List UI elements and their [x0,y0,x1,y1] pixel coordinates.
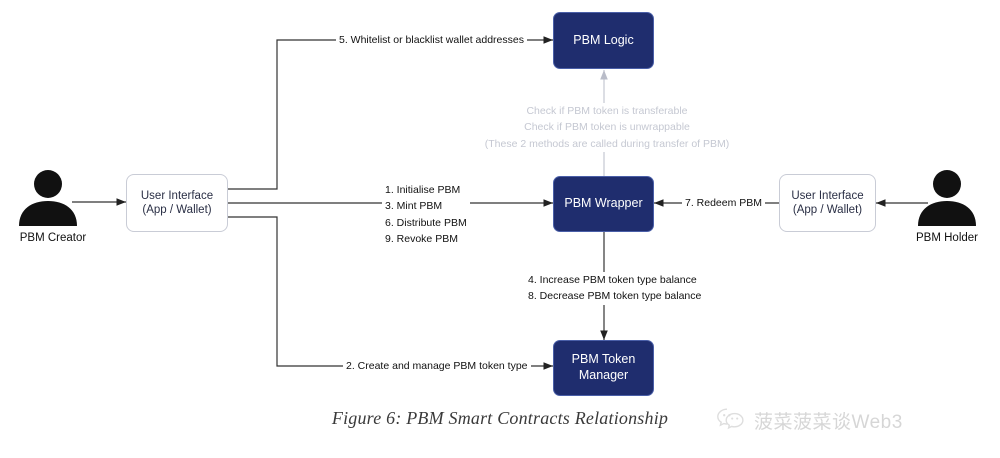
person-icon [892,168,1000,226]
figure-caption: Figure 6: PBM Smart Contracts Relationsh… [331,408,669,428]
node-pbm-token-manager[interactable]: PBM Token Manager [553,340,654,396]
node-label-line2: (App / Wallet) [142,204,212,216]
edge-label-balance-ops: 4. Increase PBM token type balance 8. De… [525,272,705,305]
edge-label-wrapper-ops: 1. Initialise PBM 3. Mint PBM 6. Distrib… [382,182,470,248]
edge-label-line: 9. Revoke PBM [385,232,458,245]
node-user-interface-right[interactable]: User Interface (App / Wallet) [779,174,876,232]
node-label-line1: User Interface [140,189,214,202]
actor-label: PBM Creator [19,232,87,244]
actor-pbm-creator: PBM Creator [0,168,108,244]
edge-label-line: (These 2 methods are called during trans… [484,137,730,150]
edge-label-line: 8. Decrease PBM token type balance [528,290,702,303]
wechat-icon [716,406,746,435]
node-label-line1: User Interface [791,189,864,202]
edge-label-line: 1. Initialise PBM [385,184,461,196]
watermark: 菠菜菠菜谈Web3 [716,406,903,435]
node-label: PBM Logic [573,32,634,47]
person-icon [0,168,108,226]
edge-label-line: 4. Increase PBM token type balance [528,274,697,286]
edge-label-redeem: 7. Redeem PBM [682,196,766,212]
node-label: PBM Token Manager [571,352,636,382]
edge-label-line: 6. Distribute PBM [385,216,467,229]
edge-label-create-manage: 2. Create and manage PBM token type [343,359,531,375]
edge-label-logic-checks: Check if PBM token is transferable Check… [457,103,757,152]
node-label-line2: (App / Wallet) [792,204,863,216]
node-label: PBM Wrapper [564,196,643,211]
watermark-text: 菠菜菠菜谈Web3 [754,412,903,433]
edge-label-line: Check if PBM token is transferable [526,105,688,117]
node-pbm-wrapper[interactable]: PBM Wrapper [553,176,654,232]
node-user-interface-left[interactable]: User Interface (App / Wallet) [126,174,228,232]
actor-label: PBM Holder [916,232,978,244]
node-pbm-logic[interactable]: PBM Logic [553,12,654,69]
edge-label-line: 3. Mint PBM [385,200,443,213]
actor-pbm-holder: PBM Holder [892,168,1000,244]
edge-label-whitelist: 5. Whitelist or blacklist wallet address… [336,33,527,49]
edge-label-line: Check if PBM token is unwrappable [524,121,690,134]
